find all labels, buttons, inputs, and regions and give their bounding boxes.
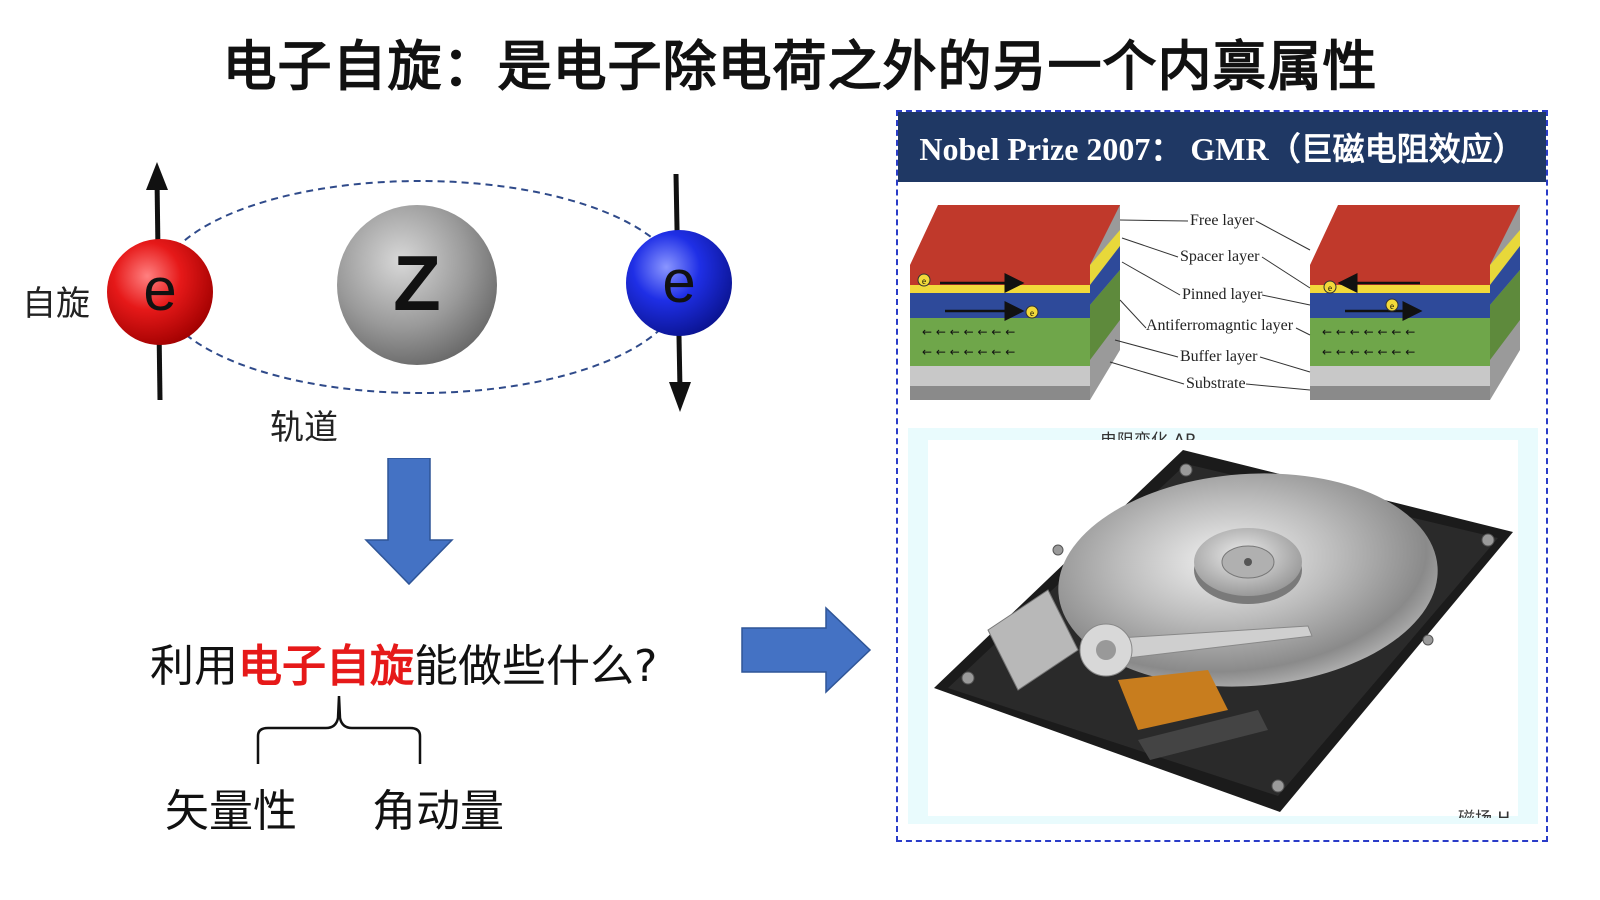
svg-text:← ← ← ← ← ← ←: ← ← ← ← ← ← ← [922,345,1015,359]
electron-left [107,239,213,345]
svg-text:e: e [1328,283,1332,293]
layer-label-antiferromagnetic: Antiferromagntic layer [1146,317,1294,334]
atom-diagram: Z e e [107,162,732,412]
nucleus [337,205,497,365]
gmr-stack-parallel: e e ← ← ← ← ← ← ← ← ← ← ← ← ← ← [910,205,1120,400]
gmr-panel [896,110,1548,842]
layer-label-buffer: Buffer layer [1180,348,1258,365]
right-arrow [741,606,872,694]
svg-text:e: e [1390,301,1394,311]
svg-text:e: e [1030,308,1034,318]
gmr-stack-antiparallel: e e ← ← ← ← ← ← ← ← ← ← ← ← ← ← [1310,205,1520,400]
branch-right: 角动量 [372,786,504,837]
slide-title: 电子自旋：是电子除电荷之外的另一个内禀属性 [222,35,1378,98]
question-text: 利用电子自旋能做些什么? [150,630,657,694]
spin-label: 自旋 [22,284,90,324]
spin-down-arrowhead [669,382,691,412]
nucleus-label: Z [393,239,441,327]
nobel-banner: Nobel Prize 2007： GMR（巨磁电阻效应） [898,112,1546,182]
spin-up-arrowhead [146,162,168,190]
down-arrow [364,458,454,586]
question-prefix: 利用 [150,641,238,692]
gmr-diagram: e e ← ← ← ← ← ← ← ← ← ← ← ← ← ← e e ← ← … [910,205,1520,400]
question-suffix: 能做些什么? [414,641,658,692]
faint-top-text: 电阻变化 ΔR [1100,426,1197,440]
electron-right-label: e [662,248,695,315]
brace [256,695,422,764]
electron-left-label: e [143,256,176,323]
orbit-label: 轨道 [270,408,338,448]
layer-label-substrate: Substrate [1186,375,1246,392]
layer-label-free: Free layer [1190,212,1255,229]
svg-text:← ← ← ← ← ← ←: ← ← ← ← ← ← ← [1322,345,1415,359]
svg-text:← ← ← ← ← ← ←: ← ← ← ← ← ← ← [1322,325,1415,339]
faint-bottom-text: 磁场 H [1458,804,1510,818]
svg-text:← ← ← ← ← ← ←: ← ← ← ← ← ← ← [922,325,1015,339]
layer-label-spacer: Spacer layer [1180,248,1260,265]
branch-left: 矢量性 [165,786,297,837]
svg-text:e: e [922,276,926,286]
hard-disk-drive-image [934,450,1513,812]
layer-label-pinned: Pinned layer [1182,286,1263,303]
electron-right [626,230,732,336]
question-highlight: 电子自旋 [238,641,414,692]
